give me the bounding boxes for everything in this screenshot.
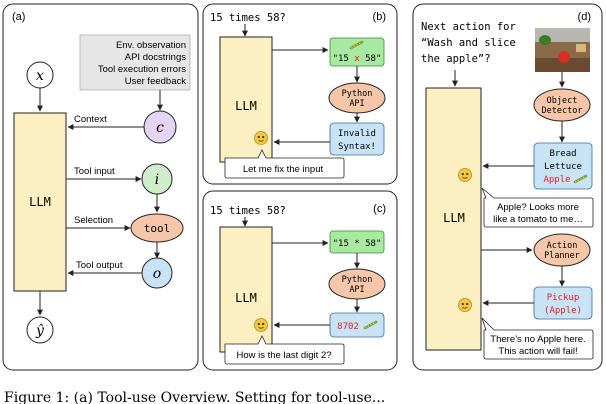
speech-d1-line2: like a tomato to me… [493, 214, 583, 225]
speech-bubble-b [224, 149, 345, 179]
question-d-line1: Next action for [421, 21, 516, 33]
context-c-label: c [156, 120, 164, 136]
action-line2: (Apple) [544, 306, 582, 316]
speech-b: Let me fix the input [243, 164, 324, 175]
python-api-c-line2: API [349, 285, 364, 295]
tool-input-b-prefix: "15 [333, 54, 355, 64]
panel-a: (a) Env. observation API docstrings Tool… [2, 3, 199, 371]
llm-label-a: LLM [29, 195, 51, 209]
figure-caption: Figure 1: (a) Tool-use Overview. Setting… [4, 390, 385, 404]
input-x-label: x [36, 68, 44, 84]
robot-icon-d2 [458, 298, 472, 312]
speech-d1-line1: Apple? Looks more [497, 202, 579, 213]
llm-label-c: LLM [235, 291, 257, 305]
tool-output-edge-label: Tool output [76, 260, 123, 271]
tool-node-label: tool [144, 222, 171, 235]
speech-bubble-d1 [481, 187, 594, 228]
llm-block-d [425, 87, 482, 351]
python-api-b-line2: API [349, 99, 364, 109]
llm-label-b: LLM [235, 99, 257, 113]
action-planner-line2: Planner [544, 251, 580, 261]
detection-bread: Bread [549, 149, 576, 159]
panel-d-label: (d) [578, 11, 591, 23]
tool-input-b-x: x [354, 54, 360, 64]
panel-c: (c) 15 times 58? LLM "15 * 58" Python AP… [202, 190, 398, 371]
tool-output-o-label: o [153, 266, 161, 282]
speech-c: How is the last digit 2? [236, 350, 331, 361]
question-b: 15 times 58? [210, 12, 286, 24]
robot-icon-d1 [458, 168, 472, 182]
object-detector-line1: Object [547, 96, 578, 106]
tool-input-i-label: i [155, 172, 159, 188]
python-api-c-line1: Python [342, 275, 373, 285]
result-c: 8702 [337, 322, 359, 332]
panel-a-label: (a) [12, 11, 25, 23]
context-source-2: API docstrings [125, 52, 186, 63]
context-source-1: Env. observation [116, 40, 186, 51]
question-c: 15 times 58? [210, 205, 286, 217]
object-detector-line2: Detector [542, 106, 583, 116]
detection-apple: Apple [543, 175, 570, 185]
error-b-line1: Invalid [338, 129, 376, 139]
context-source-3: Tool execution errors [98, 64, 186, 75]
tool-input-c: "15 * 58" [333, 239, 382, 249]
tool-input-b-suffix: 58" [360, 54, 382, 64]
panel-c-label: (c) [373, 203, 386, 215]
detection-lettuce: Lettuce [544, 162, 582, 172]
question-d-line3: the apple”? [421, 53, 491, 65]
action-line1: Pickup [547, 293, 580, 303]
error-b-line2: Syntax! [338, 142, 376, 152]
llm-block-a [13, 112, 67, 292]
context-source-4: User feedback [125, 76, 187, 87]
svg-text:"15 x 58": "15 x 58" [333, 54, 382, 64]
llm-label-d: LLM [443, 211, 465, 225]
output-yhat-label: ŷ [35, 322, 45, 339]
context-edge-label: Context [74, 114, 107, 125]
action-planner-line1: Action [547, 241, 578, 251]
panel-b-label: (b) [373, 11, 386, 23]
error-box-b [329, 122, 385, 156]
robot-icon-b [254, 131, 268, 145]
speech-bubble-c [224, 335, 345, 365]
panel-d: (d) Next action for “Wash and slice the … [412, 3, 603, 371]
context-sources-box [79, 34, 191, 91]
speech-bubble-d2 [481, 317, 594, 360]
output-yhat-node [26, 316, 54, 344]
speech-d2-line1: There’s no Apple here. [490, 334, 585, 345]
selection-edge-label: Selection [74, 215, 113, 226]
speech-d2-line2: This action will fail! [498, 346, 577, 357]
python-api-b-line1: Python [342, 89, 373, 99]
kitchen-scene-image [535, 28, 590, 72]
panel-b: (b) 15 times 58? LLM "15 x 58" Python AP… [202, 3, 398, 185]
tool-input-edge-label: Tool input [74, 166, 115, 177]
llm-block-c [219, 226, 273, 353]
robot-icon-c [254, 318, 268, 332]
question-d-line2: “Wash and slice [421, 37, 516, 49]
